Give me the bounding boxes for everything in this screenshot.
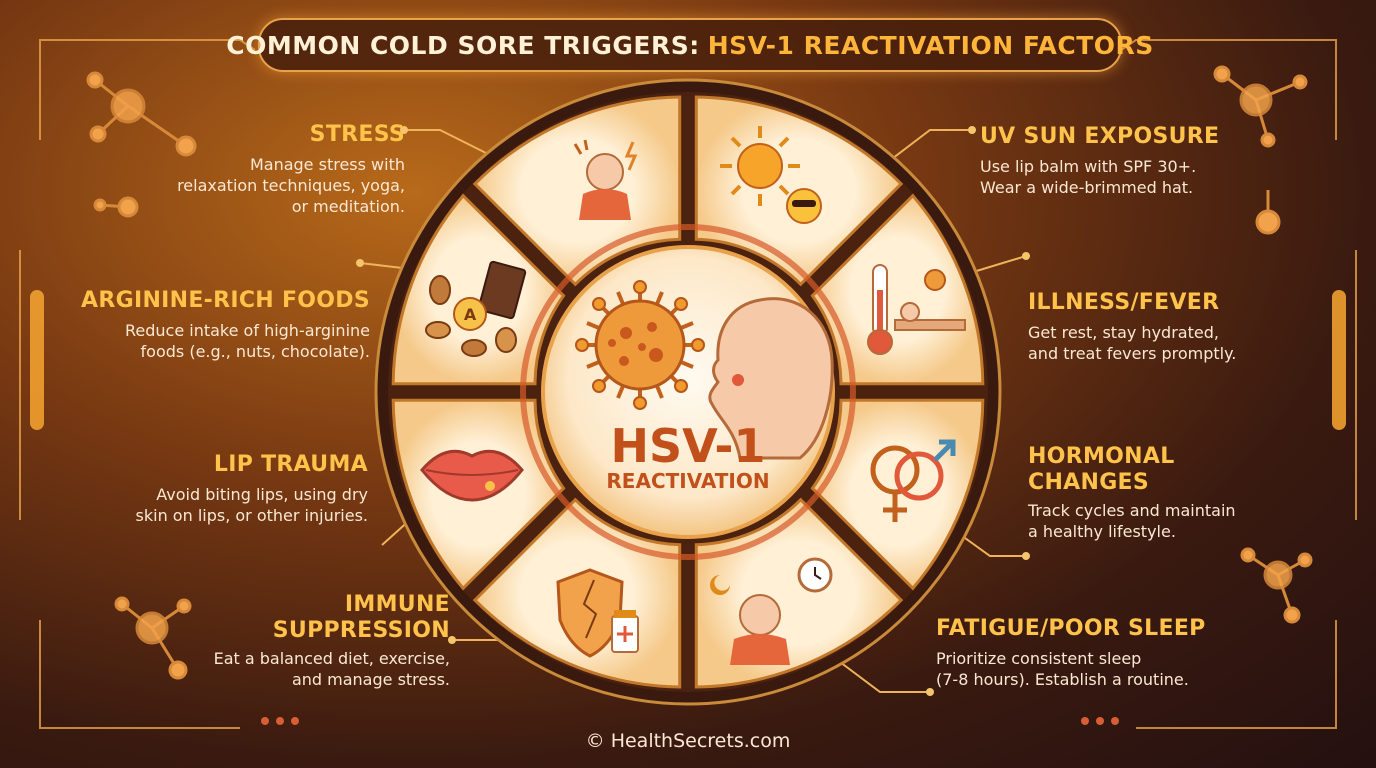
trigger-heading: ARGININE-RICH FOODS [81,288,370,313]
molecule-icon [1240,547,1313,624]
trigger-illness: ILLNESS/FEVER Get rest, stay hydrated,an… [1028,290,1358,364]
sun-icon [720,126,822,224]
svg-text:A: A [464,305,477,324]
thermometer-sick-bed-icon [867,264,966,355]
title-part-1: COMMON COLD SORE TRIGGERS: [226,30,700,60]
molecule-icon [1213,65,1308,235]
title-banner: COMMON COLD SORE TRIGGERS: HSV-1 REACTIV… [226,18,1153,72]
face-profile-icon [708,297,834,460]
lips-icon [420,449,524,502]
center-title: HSV-1 [611,419,766,473]
trigger-heading: FATIGUE/POOR SLEEP [936,616,1206,641]
molecule-icon [86,71,197,218]
segment-illness [810,193,985,386]
center-subtitle: REACTIVATION [606,469,769,493]
gender-symbols-icon [870,439,956,522]
molecule-icon [114,596,192,680]
trigger-fatigue: FATIGUE/POOR SLEEP Prioritize consistent… [936,616,1276,690]
trigger-uv: UV SUN EXPOSURE Use lip balm with SPF 30… [980,124,1310,198]
footer-copyright: © HealthSecrets.com [585,730,791,752]
stressed-person-icon [573,139,638,220]
virus-icon [575,280,705,410]
trigger-heading: UV SUN EXPOSURE [980,124,1220,149]
trigger-heading: LIP TRAUMA [213,452,368,477]
trigger-heading: ILLNESS/FEVER [1028,290,1220,315]
trigger-heading: STRESS [309,122,405,147]
trigger-arginine: ARGININE-RICH FOODS Reduce intake of hig… [40,288,370,362]
title-part-2: HSV-1 REACTIVATION FACTORS [707,30,1154,60]
cracked-shield-medicine-icon [556,568,639,658]
nuts-chocolate-icon: A [425,260,527,357]
sleepy-person-clock-icon [710,557,833,665]
